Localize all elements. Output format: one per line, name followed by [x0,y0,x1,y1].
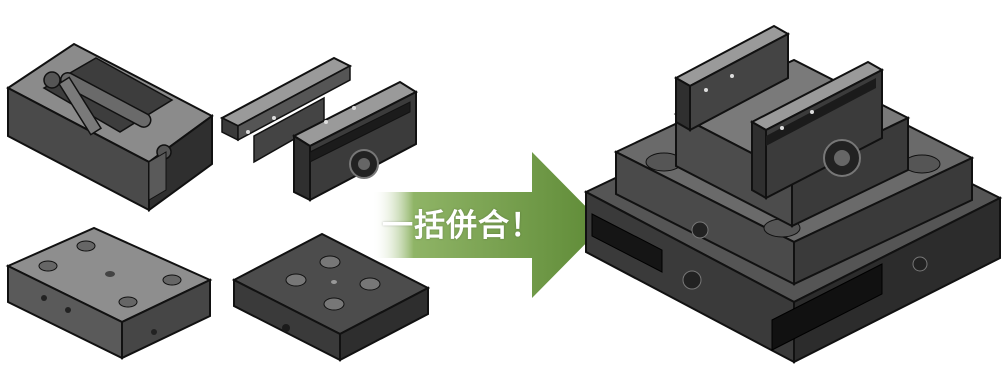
vise-base-icon [6,42,214,212]
zero-point-plate-icon [5,226,213,360]
merge-arrow-icon [372,152,604,298]
assembled-fixture-icon [583,24,1003,364]
adapter-plate-icon [231,232,431,362]
merge-arrow-label: 一括併合！ [382,208,542,244]
vise-jaws-icon [219,56,419,202]
